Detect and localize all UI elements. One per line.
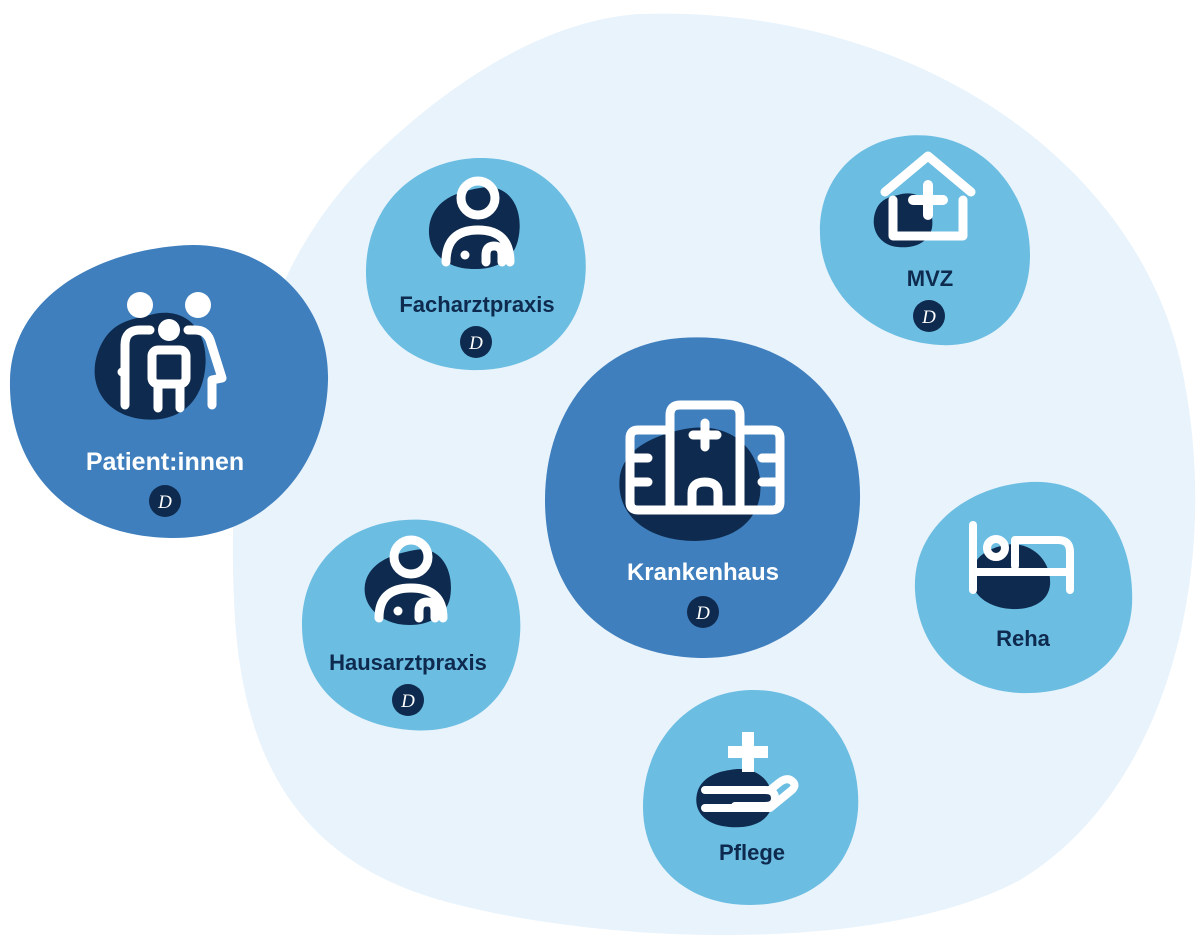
node-mvz[interactable]: MVZ D <box>819 135 1030 346</box>
node-mvz-badge: D <box>913 300 945 332</box>
hospital-icon <box>625 400 785 515</box>
svg-text:D: D <box>468 333 483 354</box>
node-reha[interactable]: Reha <box>914 481 1133 694</box>
node-reha-label: Reha <box>996 626 1051 651</box>
node-hausarzt[interactable]: Hausarztpraxis D <box>302 519 521 731</box>
node-patient-label: Patient:innen <box>86 448 244 476</box>
node-patient[interactable]: Patient:innen D <box>9 244 329 539</box>
node-pflege[interactable]: Pflege <box>642 689 859 905</box>
svg-text:D: D <box>157 492 172 513</box>
node-hausarzt-label: Hausarztpraxis <box>329 650 487 675</box>
node-krankenhaus-badge: D <box>687 596 719 628</box>
svg-text:D: D <box>921 307 936 328</box>
doctor-icon <box>441 176 515 267</box>
icon-shadow <box>696 769 773 828</box>
node-facharzt[interactable]: Facharztpraxis D <box>365 157 586 371</box>
node-facharzt-badge: D <box>460 326 492 358</box>
family-icon <box>117 292 227 413</box>
node-pflege-label: Pflege <box>719 840 785 865</box>
bed-icon <box>969 521 1074 594</box>
icon-shadow <box>971 544 1051 610</box>
house-plus-icon <box>880 151 976 241</box>
node-krankenhaus-label: Krankenhaus <box>627 559 779 586</box>
node-facharzt-label: Facharztpraxis <box>399 292 554 317</box>
svg-text:D: D <box>400 691 415 712</box>
doctor-icon <box>374 535 448 623</box>
svg-text:D: D <box>695 603 710 624</box>
care-hand-icon <box>701 732 799 812</box>
node-hausarzt-blob <box>302 519 521 731</box>
node-hausarzt-badge: D <box>392 684 424 716</box>
node-mvz-label: MVZ <box>907 266 953 291</box>
node-patient-badge: D <box>149 485 181 517</box>
node-krankenhaus[interactable]: Krankenhaus D <box>545 337 861 659</box>
